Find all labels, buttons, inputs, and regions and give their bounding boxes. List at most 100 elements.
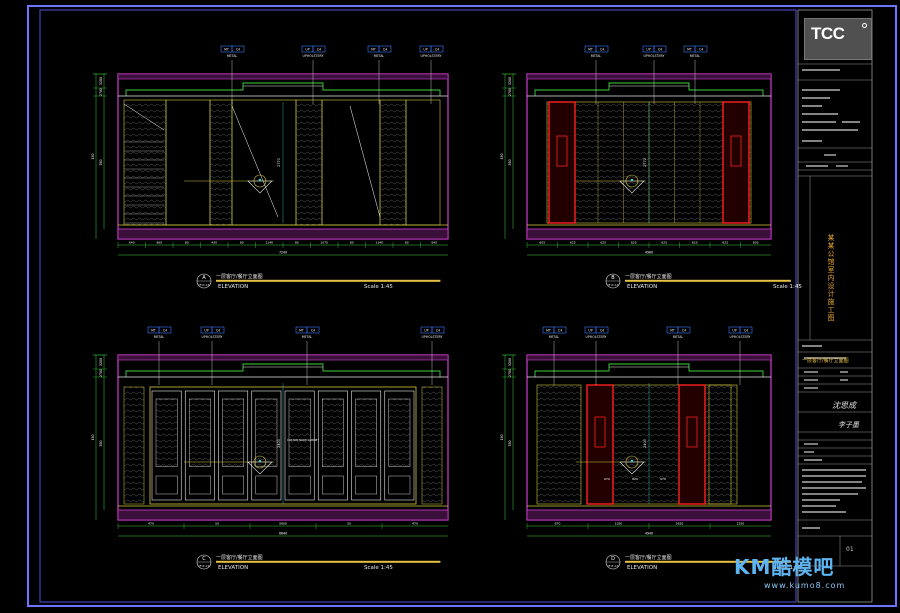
height-dimension: 350 (99, 159, 103, 165)
material-code: C4 (682, 329, 686, 333)
elevation-c: CUSTOM MADE CABINET240032002700350150470… (91, 326, 449, 571)
floor-slab (117, 228, 449, 240)
cabinet-door (184, 390, 215, 501)
door-lower-panel (355, 475, 377, 495)
material-name: METAL (374, 54, 385, 58)
wall-panel (209, 99, 233, 226)
elevation-scale: Scale 1:45 (773, 284, 802, 290)
title-block-lines (798, 63, 872, 567)
bottom-dimension: 80 (240, 241, 244, 245)
bottom-dimension: 645 (431, 241, 437, 245)
red-lattice-panel (586, 384, 614, 505)
red-lattice-panel (722, 101, 750, 224)
material-code: C4 (658, 48, 662, 52)
floor-slab (526, 228, 772, 240)
lattice-motif (730, 135, 742, 167)
total-dimension: 6640 (279, 532, 287, 536)
bottom-dimension: 470 (412, 522, 418, 526)
height-dimension: 150 (91, 153, 95, 159)
door-lower-panel (322, 475, 344, 495)
material-code: C4 (436, 329, 440, 333)
material-tag-box (231, 45, 245, 53)
material-tag-box (312, 45, 326, 53)
material-tag-box (739, 326, 753, 334)
height-dimension: 2700 (508, 369, 512, 377)
door-lower-panel (255, 475, 278, 495)
elevation-label: ELEVATION (218, 284, 248, 290)
elevation-scale: Scale 1:45 (364, 284, 393, 290)
height-dimension: 3200 (508, 358, 512, 366)
wall-panel (231, 99, 297, 226)
elevation-scale: Scale 1:45 (364, 565, 393, 571)
material-code: C4 (317, 48, 321, 52)
cabinet-door (251, 390, 282, 501)
material-name: UPHOLSTERY (730, 335, 751, 339)
bottom-dimension: 1140 (265, 241, 273, 245)
bottom-dimension: 50 (215, 522, 219, 526)
door-glass-panel (189, 398, 211, 467)
ceiling-slab (117, 354, 449, 361)
material-tag-box (306, 326, 320, 334)
door-lower-panel (288, 475, 311, 495)
bottom-dimension: 625 (692, 241, 698, 245)
material-code: C4 (435, 48, 439, 52)
height-dimension: 3200 (99, 358, 103, 366)
title-underline (216, 560, 441, 563)
door-glass-panel (388, 398, 411, 467)
elevation-label: ELEVATION (627, 284, 657, 290)
bottom-dimension: 430 (211, 241, 217, 245)
material-code: C4 (558, 329, 562, 333)
outer-frame (27, 5, 897, 607)
wall-panel (379, 99, 407, 226)
door-glass-panel (322, 398, 344, 467)
bottom-dimension: 625 (600, 241, 606, 245)
material-code: MT (151, 329, 156, 333)
drawing-name: 一层客厅/餐厅立面图 (802, 358, 849, 364)
bottom-dimension: 50 (347, 522, 351, 526)
section-dot (630, 459, 634, 463)
title-underline (625, 560, 791, 563)
material-code: UP (732, 329, 736, 333)
door-frame (708, 384, 732, 505)
bottom-dimension: 80 (405, 241, 409, 245)
bottom-dimension: 640 (129, 241, 135, 245)
bottom-dimension: 1075 (320, 241, 328, 245)
material-code: MT (588, 48, 593, 52)
wall-panel (405, 99, 441, 226)
sub-dimension: 670 (604, 477, 610, 481)
material-tag-box (211, 326, 225, 334)
material-code: C4 (236, 48, 240, 52)
height-dimension: 150 (500, 434, 504, 440)
material-code: UP (588, 329, 592, 333)
material-code: UP (423, 48, 427, 52)
material-code: C4 (600, 48, 604, 52)
elevation-ref: IF-P-13 (199, 283, 209, 287)
watermark: KM酷模吧 www.kumo8.com (734, 551, 844, 590)
stair-diagonal (123, 103, 165, 131)
cabinet-door (351, 390, 382, 501)
elevation-title: 一层客厅/餐厅立面图 (625, 554, 672, 561)
designer-signature: 沈思成 (832, 401, 856, 410)
floor-slab (117, 509, 449, 521)
sub-dimension: 670 (660, 477, 666, 481)
material-code: C4 (163, 329, 167, 333)
bottom-dimension: 5600 (279, 522, 287, 526)
material-name: METAL (591, 54, 602, 58)
cabinet-door (317, 390, 348, 501)
bottom-dimension: 80 (185, 241, 189, 245)
material-name: UPHOLSTERY (421, 54, 442, 58)
height-dimension: 150 (500, 153, 504, 159)
material-tag-box (677, 326, 691, 334)
bottom-dimension: 625 (570, 241, 576, 245)
material-code: MT (546, 329, 551, 333)
bottom-dimension: 2250 (737, 522, 745, 526)
material-tag-box (431, 326, 445, 334)
cabinet-note: CUSTOM MADE CABINET (287, 438, 319, 442)
elevation-id: D (611, 556, 615, 562)
door-glass-panel (222, 398, 244, 467)
inner-frame (39, 9, 797, 603)
title-block-frame (797, 9, 873, 603)
bottom-dimension: 960 (156, 241, 162, 245)
material-code: C4 (216, 329, 220, 333)
